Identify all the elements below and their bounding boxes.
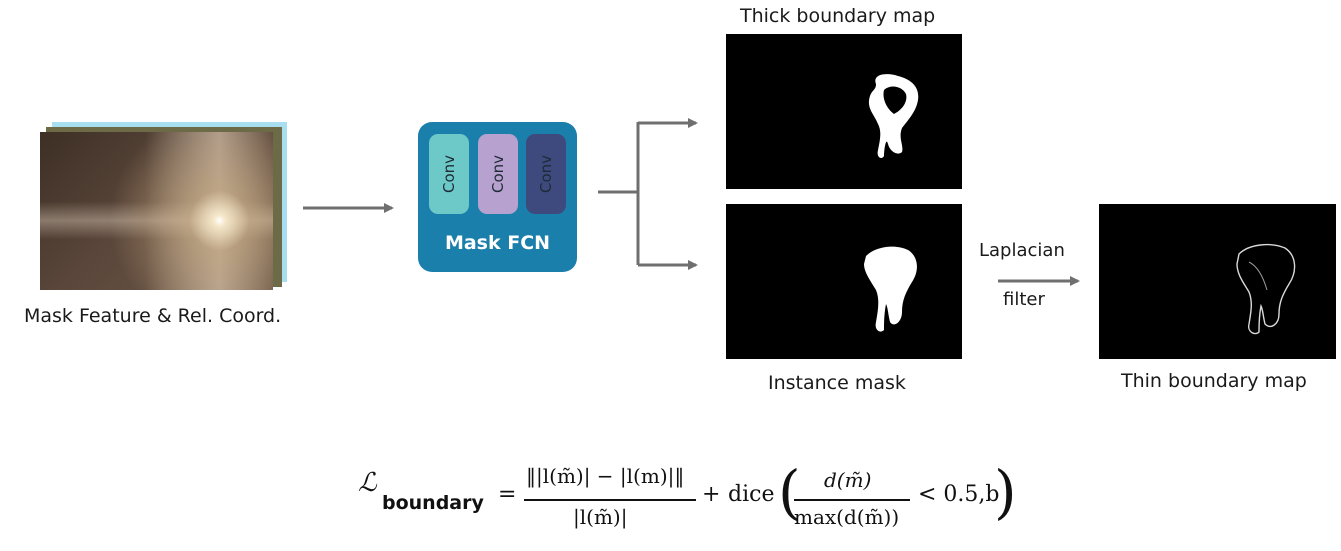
- loss-subscript: boundary: [382, 492, 484, 514]
- mask-fcn-block: Conv Conv Conv Mask FCN: [418, 122, 577, 272]
- fraction2-bar: [794, 499, 910, 501]
- plus-sign: +: [702, 482, 721, 507]
- fraction1-denominator: |l(m̃)|: [573, 505, 628, 529]
- filter-label: filter: [1003, 289, 1045, 310]
- instance-mask-label: Instance mask: [768, 372, 906, 394]
- thick-boundary-label: Thick boundary map: [740, 5, 936, 27]
- mask-feature-block: [40, 122, 290, 292]
- conv-layer-3: Conv: [526, 134, 566, 214]
- right-paren: ): [994, 458, 1017, 526]
- threshold-term: < 0.5,b: [918, 482, 1000, 507]
- laplacian-label: Laplacian: [979, 240, 1065, 261]
- left-paren: (: [778, 458, 801, 526]
- mask-fcn-title: Mask FCN: [444, 232, 551, 254]
- mask-feature-label: Mask Feature & Rel. Coord.: [24, 305, 282, 327]
- conv-label: Conv: [536, 154, 555, 194]
- feature-map-image: [40, 132, 273, 290]
- dice-function: dice: [728, 482, 775, 507]
- thin-boundary-map-image: [1099, 204, 1336, 359]
- fraction1-numerator: ‖|l(m̃)| − |l(m)|‖: [526, 464, 685, 488]
- fraction1-bar: [524, 499, 696, 501]
- equals-sign: =: [498, 482, 517, 507]
- fraction2-denominator: max(d(m̃)): [794, 505, 900, 529]
- loss-symbol: ℒ: [358, 468, 377, 498]
- instance-mask-image: [726, 204, 962, 359]
- conv-label: Conv: [488, 154, 507, 194]
- thin-boundary-label: Thin boundary map: [1121, 370, 1307, 392]
- conv-layer-2: Conv: [478, 134, 518, 214]
- conv-layer-1: Conv: [429, 134, 469, 214]
- thick-boundary-map-image: [726, 34, 962, 189]
- conv-label: Conv: [439, 154, 458, 194]
- fraction2-numerator: d(m̃): [824, 468, 872, 492]
